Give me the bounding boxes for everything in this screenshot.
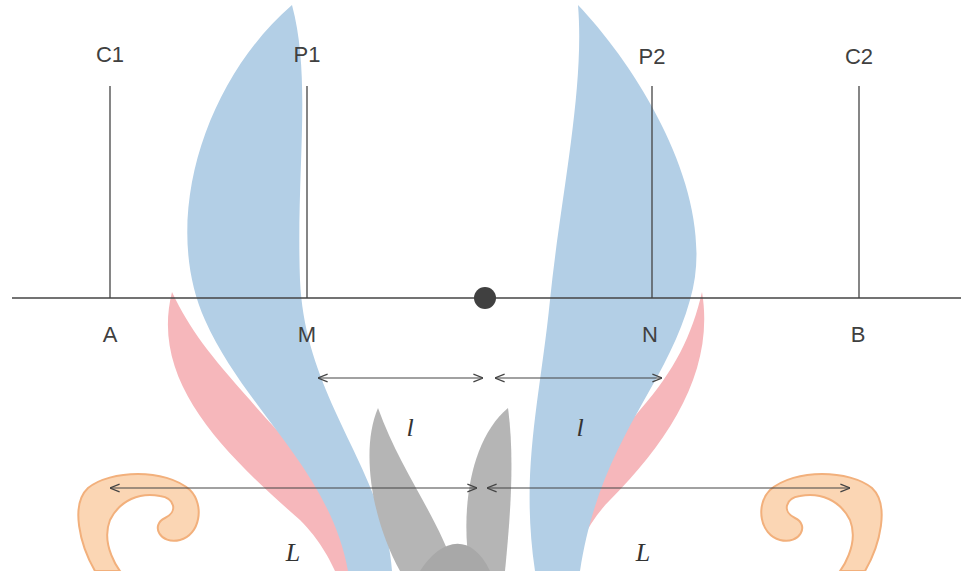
dimension-arrow xyxy=(495,377,662,378)
plate-line xyxy=(858,86,859,298)
plate-line xyxy=(306,86,307,298)
plate-name: C2 xyxy=(845,46,873,68)
watermark-logo xyxy=(78,5,881,571)
center-dot xyxy=(474,287,496,309)
dimension-label: L xyxy=(286,540,300,566)
plate-name: C1 xyxy=(96,44,124,66)
dimension-label: L xyxy=(636,540,650,566)
plate-line xyxy=(109,86,110,298)
dimension-arrow xyxy=(487,487,850,488)
point-label: A xyxy=(103,324,118,346)
point-label: N xyxy=(642,324,658,346)
dimension-arrow xyxy=(110,487,477,488)
dimension-arrow xyxy=(318,377,483,378)
dimension-label: l xyxy=(576,415,583,441)
point-label: B xyxy=(851,324,866,346)
plate-name: P2 xyxy=(639,46,666,68)
point-label: M xyxy=(298,324,316,346)
plate-name: P1 xyxy=(294,44,321,66)
plate-line xyxy=(651,86,652,298)
dimension-label: l xyxy=(406,415,413,441)
